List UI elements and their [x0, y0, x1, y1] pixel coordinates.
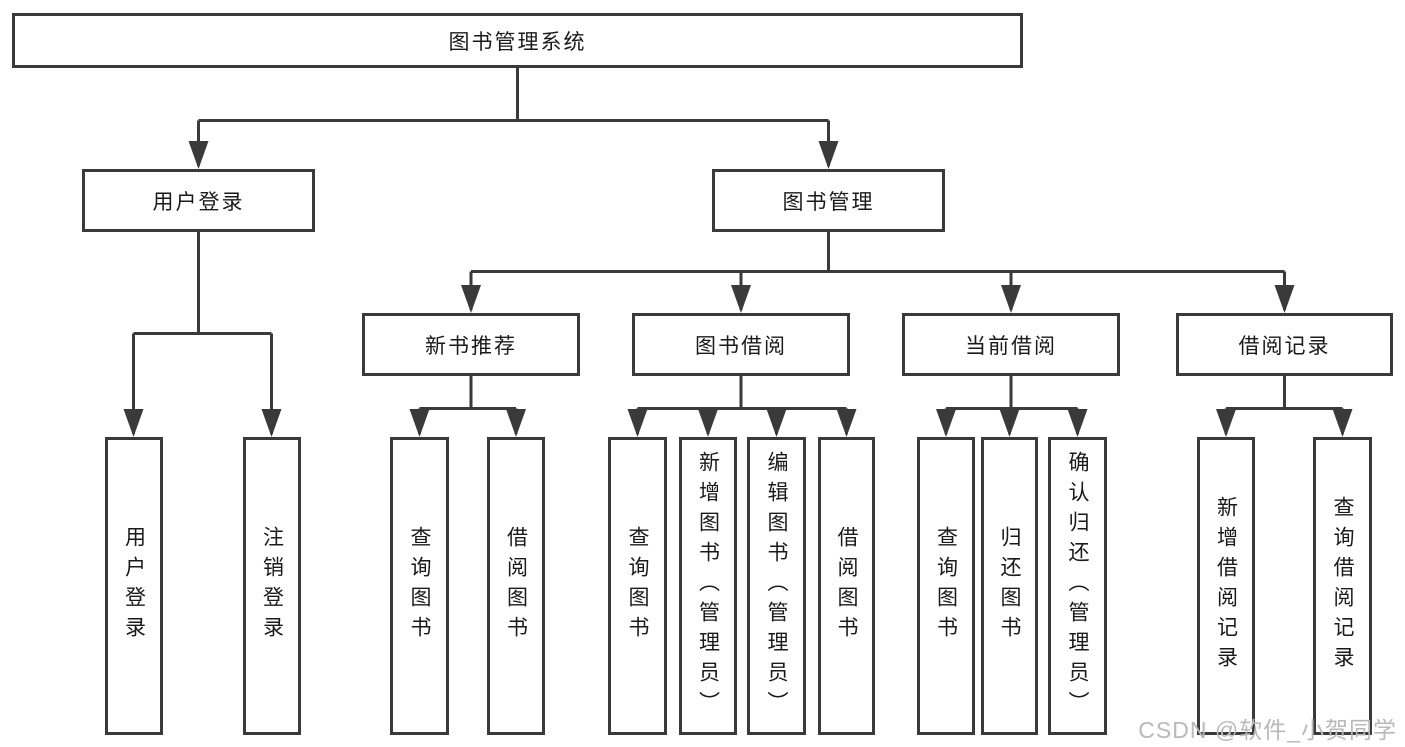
- leaf-edit-book-admin: 编辑图书（管理员）: [747, 437, 806, 735]
- node-label: 借阅图书: [504, 526, 528, 646]
- node-label: 新增借阅记录: [1214, 496, 1238, 676]
- leaf-borrow-books-borrow: 借阅图书: [818, 437, 875, 735]
- arrow-down-icon: [836, 409, 857, 437]
- node-new-book-recommend: 新书推荐: [362, 313, 580, 376]
- leaf-user-login: 用户登录: [105, 437, 163, 735]
- arrow-down-icon: [1332, 409, 1353, 437]
- node-label: 查询图书: [408, 526, 431, 646]
- connector-user-login: [132, 232, 273, 434]
- arrow-down-icon: [936, 409, 956, 437]
- arrow-down-icon: [627, 409, 648, 437]
- leaf-logout: 注销登录: [243, 437, 301, 735]
- node-root: 图书管理系统: [12, 13, 1023, 68]
- arrow-down-icon: [409, 409, 430, 437]
- arrow-down-icon: [698, 409, 718, 437]
- connector-book-management: [469, 232, 1286, 310]
- connector-borrowing-records: [1224, 376, 1344, 434]
- node-label: 当前借阅: [965, 334, 1057, 358]
- leaf-query-books-borrow: 查询图书: [608, 437, 667, 735]
- connector-new-book-recommend: [418, 376, 518, 434]
- node-label: 借阅图书: [835, 526, 858, 646]
- arrow-down-icon: [731, 285, 751, 313]
- arrow-down-icon: [999, 409, 1020, 437]
- leaf-confirm-return-admin: 确认归还（管理员）: [1048, 437, 1107, 735]
- leaf-borrow-books-recommend: 借阅图书: [487, 437, 545, 735]
- node-borrowing-records: 借阅记录: [1176, 313, 1393, 376]
- node-label: 确认归还（管理员）: [1066, 451, 1089, 721]
- node-label: 归还图书: [998, 526, 1021, 646]
- leaf-return-books: 归还图书: [981, 437, 1038, 735]
- leaf-add-book-admin: 新增图书（管理员）: [679, 437, 737, 735]
- node-label: 查询图书: [934, 526, 958, 646]
- node-label: 图书管理系统: [448, 30, 587, 54]
- node-label: 用户登录: [122, 526, 146, 646]
- arrow-down-icon: [766, 409, 787, 437]
- arrow-down-icon: [1274, 285, 1295, 313]
- node-label: 图书管理: [782, 190, 875, 214]
- node-label: 编辑图书（管理员）: [765, 451, 788, 721]
- node-label: 查询图书: [626, 526, 649, 646]
- leaf-query-borrow-record: 查询借阅记录: [1313, 437, 1372, 735]
- arrow-down-icon: [818, 141, 839, 169]
- arrow-down-icon: [188, 141, 209, 169]
- leaf-query-books-current: 查询图书: [917, 437, 975, 735]
- arrow-down-icon: [506, 409, 526, 437]
- node-label: 注销登录: [260, 526, 284, 646]
- node-label: 借阅记录: [1238, 334, 1331, 358]
- node-current-borrowing: 当前借阅: [902, 313, 1120, 376]
- node-label: 查询借阅记录: [1331, 496, 1354, 676]
- arrow-down-icon: [1216, 409, 1236, 437]
- arrow-down-icon: [123, 409, 144, 437]
- node-user-login: 用户登录: [82, 169, 315, 232]
- arrow-down-icon: [1067, 409, 1088, 437]
- node-label: 新书推荐: [425, 334, 517, 358]
- node-label: 图书借阅: [695, 334, 787, 358]
- connector-root: [197, 68, 830, 166]
- node-label: 用户登录: [152, 190, 245, 214]
- arrow-down-icon: [1001, 285, 1021, 313]
- node-book-management: 图书管理: [712, 169, 945, 232]
- node-label: 新增图书（管理员）: [696, 451, 720, 721]
- leaf-add-borrow-record: 新增借阅记录: [1197, 437, 1255, 735]
- node-book-borrowing: 图书借阅: [632, 313, 850, 376]
- connector-book-borrowing: [636, 376, 848, 434]
- leaf-query-books-recommend: 查询图书: [390, 437, 449, 735]
- arrow-down-icon: [261, 409, 282, 437]
- arrow-down-icon: [461, 285, 481, 313]
